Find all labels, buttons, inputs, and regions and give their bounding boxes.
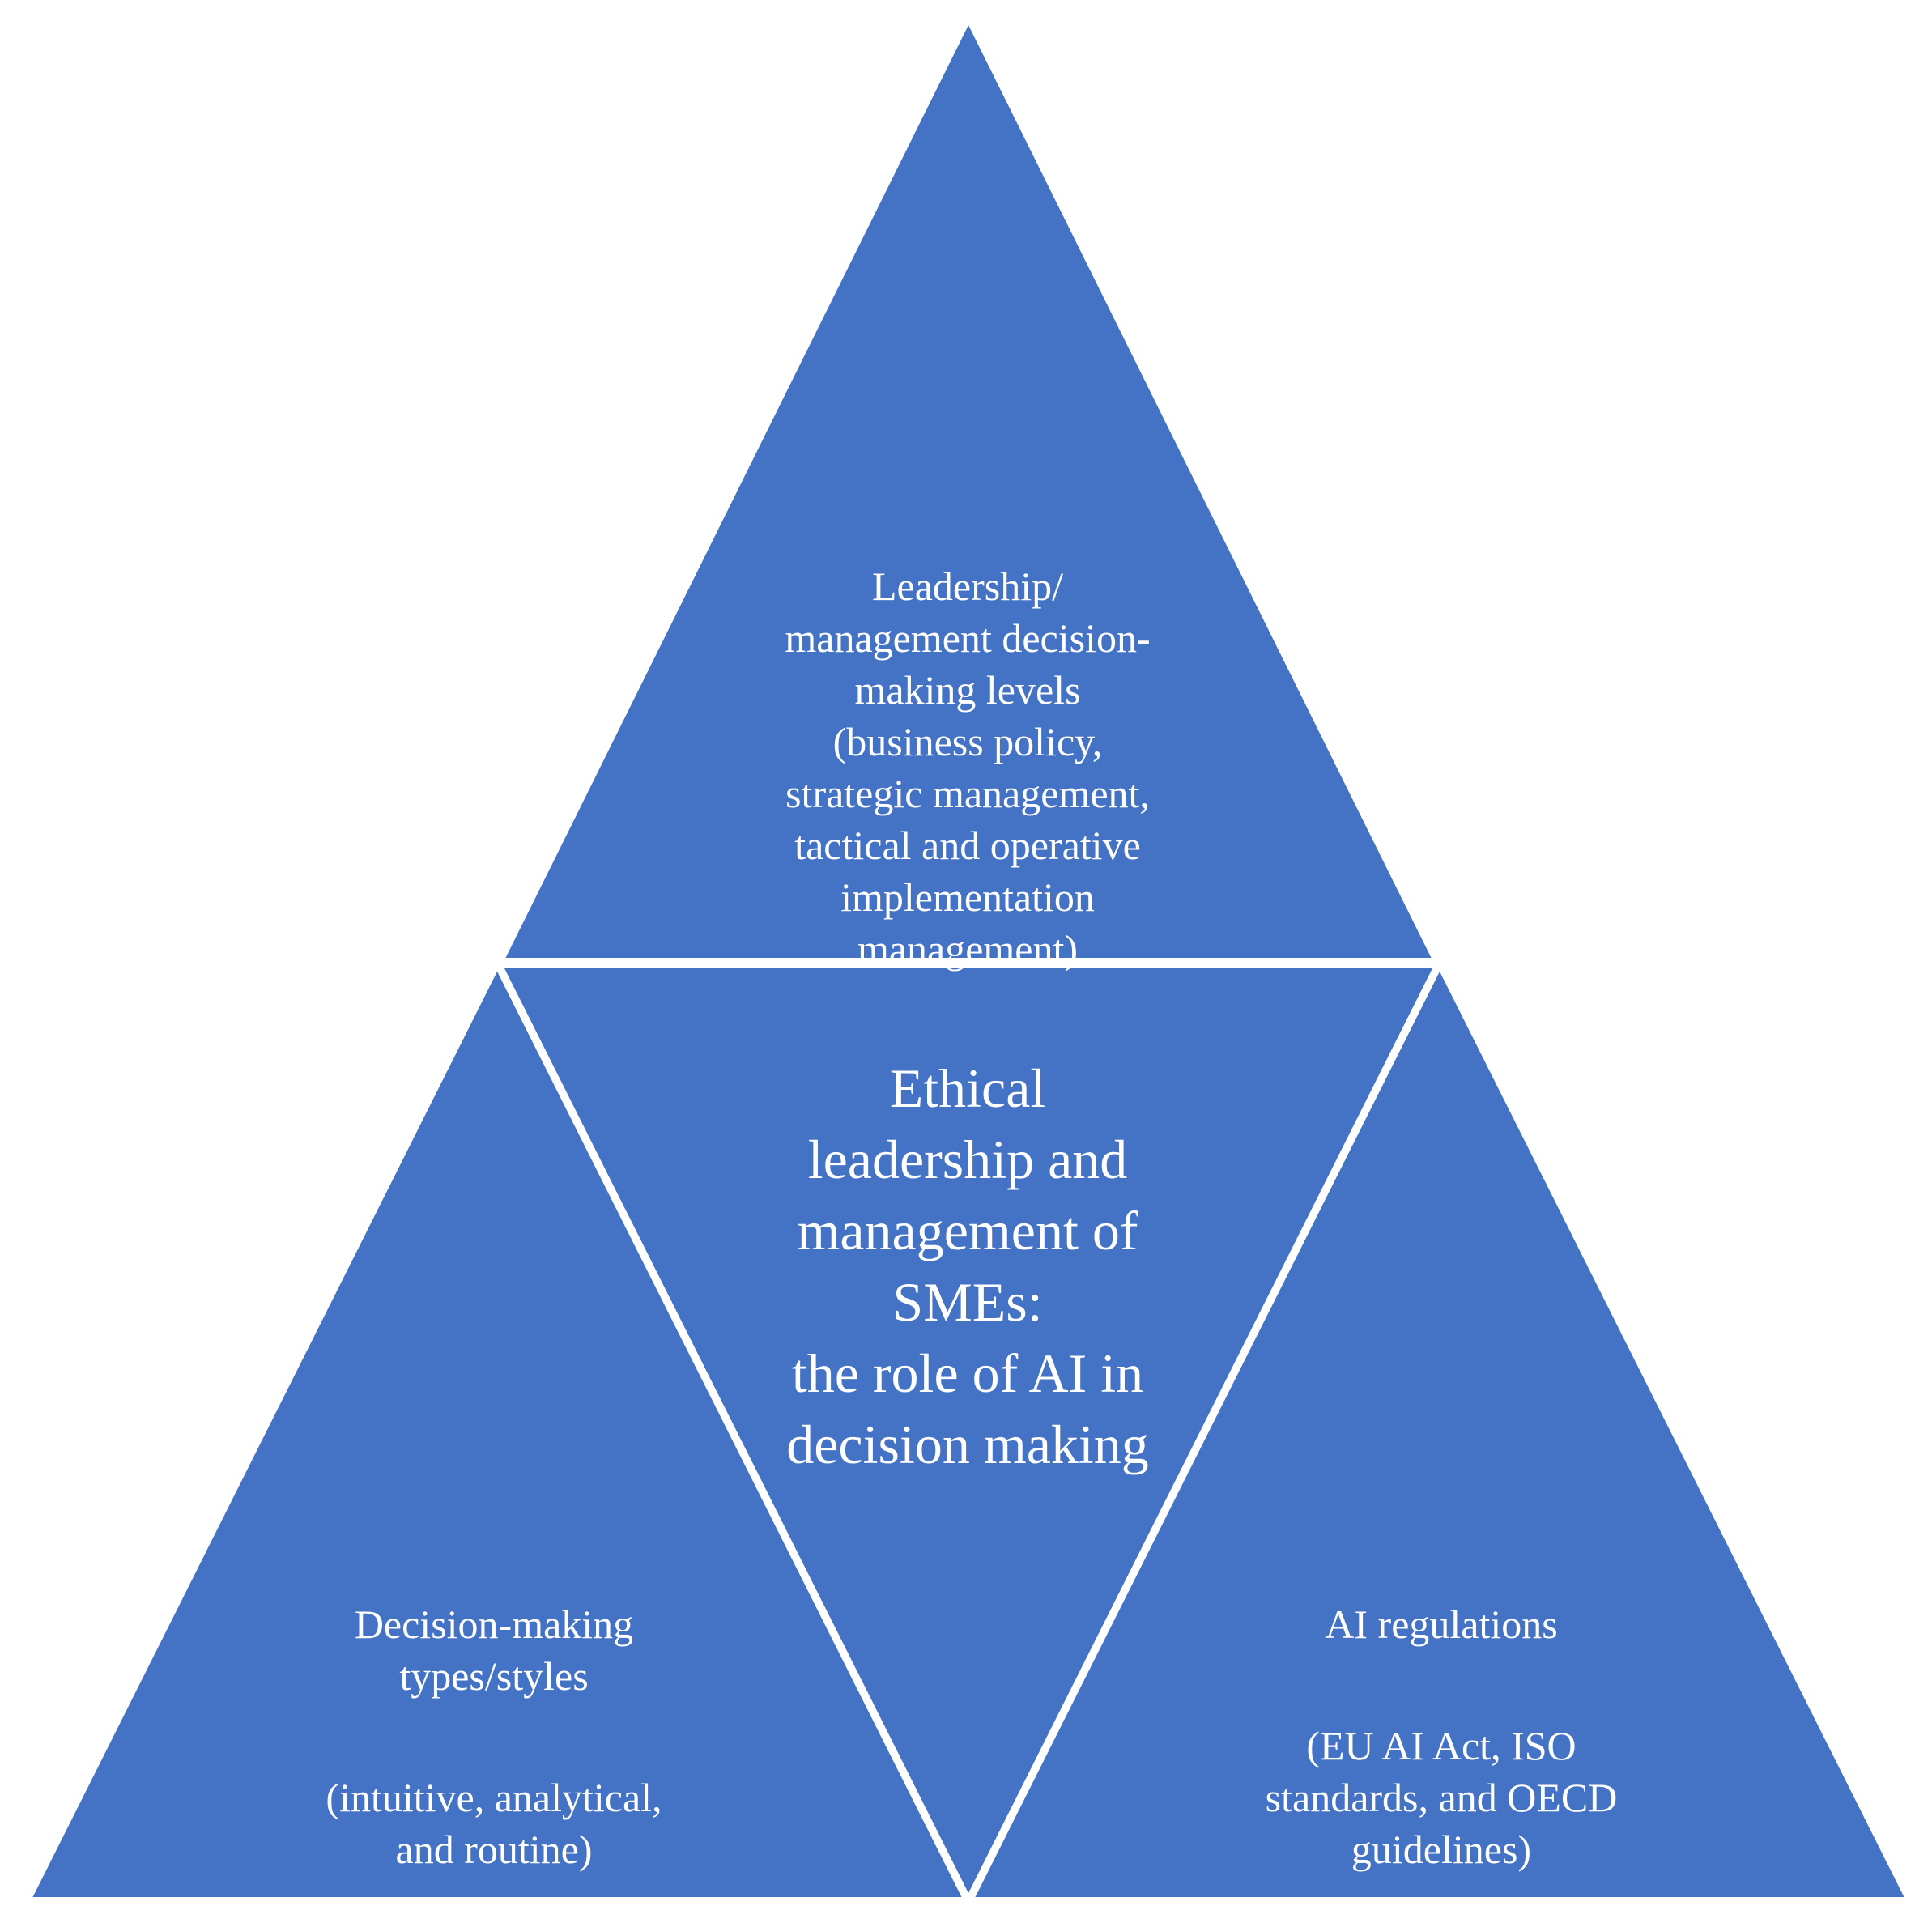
left-triangle-label: Decision-making types/styles (intuitive,… [251,1546,737,1927]
decision-styles-detail: (intuitive, analytical, and routine) [326,1775,662,1872]
top-triangle-label: Leadership/ management decision- making … [688,508,1247,1027]
decision-styles-title: Decision-making types/styles [354,1602,634,1699]
center-triangle-label: Ethical leadership and management of SME… [713,981,1223,1551]
central-theme-text: Ethical leadership and management of SME… [786,1057,1149,1475]
decision-making-levels-text: Leadership/ management decision- making … [785,564,1151,972]
center-inverted-triangle [493,961,1444,1908]
ai-regulations-title: AI regulations [1325,1602,1558,1647]
ai-regulations-detail: (EU AI Act, ISO standards, and OECD guid… [1265,1723,1618,1872]
right-triangle-label: AI regulations (EU AI Act, ISO standards… [1198,1546,1684,1927]
